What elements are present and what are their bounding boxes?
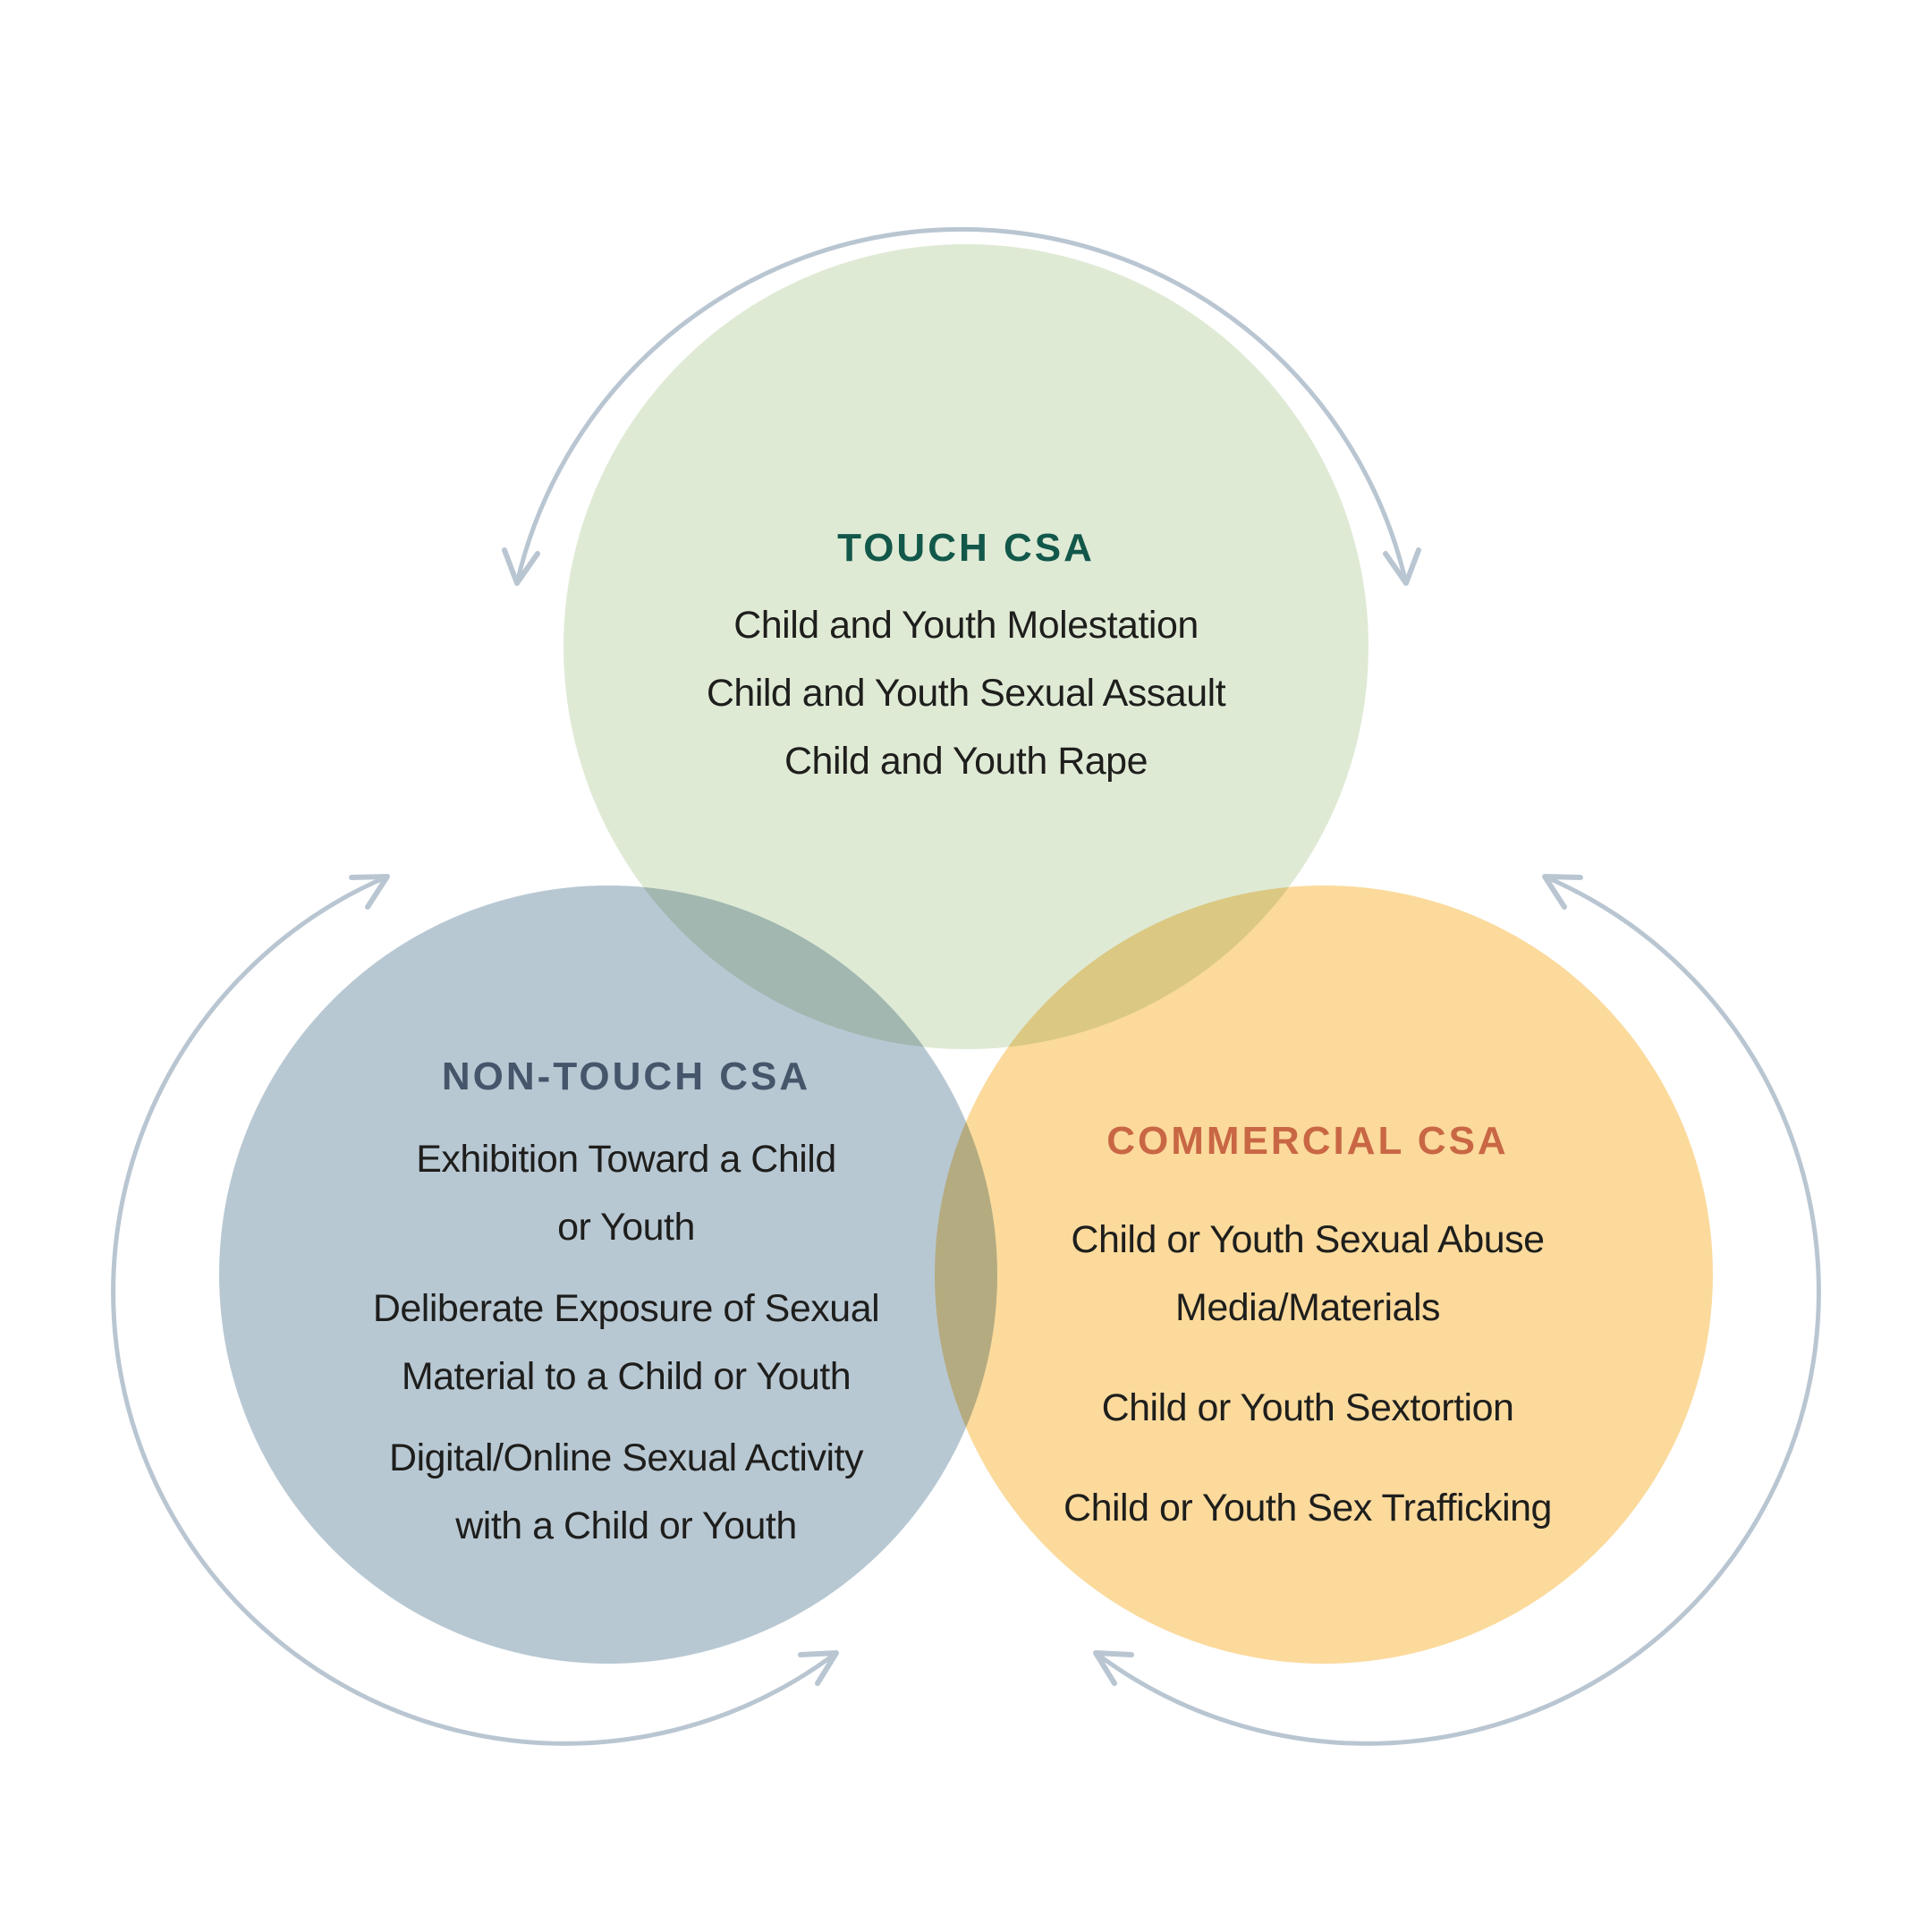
arrowhead-top-left-icon — [502, 547, 540, 586]
arrowhead-bottom-left-icon — [798, 1650, 839, 1686]
arrowhead-bottom-right-icon — [1093, 1650, 1134, 1686]
arrowhead-top-right-icon — [1383, 547, 1421, 586]
venn-item-nontouch-1-line-1: Exhibition Toward a Child — [416, 1138, 836, 1181]
venn-title-touch-csa: TOUCH CSA — [837, 526, 1095, 570]
venn-item-commercial-3: Child or Youth Sex Trafficking — [1063, 1487, 1552, 1530]
venn-section-commercial-csa: COMMERCIAL CSA Child or Youth Sexual Abu… — [816, 1107, 1800, 1542]
cycle-arc-top — [514, 227, 1409, 586]
venn-circle-touch-csa — [564, 244, 1368, 1049]
venn-item-commercial-2: Child or Youth Sextortion — [1101, 1386, 1514, 1429]
venn-item-nontouch-1-line-2: or Youth — [557, 1206, 695, 1249]
venn-title-non-touch-csa: NON-TOUCH CSA — [441, 1055, 811, 1098]
venn-item-nontouch-3-line-1: Digital/Online Sexual Activity — [389, 1436, 863, 1479]
arrowhead-right-top-icon — [1542, 874, 1583, 910]
venn-item-nontouch-3-line-2: with a Child or Youth — [455, 1504, 797, 1547]
venn-title-commercial-csa: COMMERCIAL CSA — [1106, 1119, 1509, 1163]
arrowhead-left-top-icon — [349, 874, 390, 910]
cycle-arc-right — [1093, 874, 1821, 1746]
venn-circle-commercial-csa — [935, 886, 1713, 1664]
venn-item-touch-3: Child and Youth Rape — [784, 740, 1148, 783]
venn-circle-non-touch-csa — [219, 886, 997, 1664]
venn-item-nontouch-2-line-2: Material to a Child or Youth — [401, 1355, 852, 1398]
venn-circles — [219, 244, 1713, 1664]
cycle-arc-left — [111, 874, 839, 1746]
venn-item-touch-2: Child and Youth Sexual Assault — [706, 672, 1226, 715]
venn-item-commercial-1-line-2: Media/Materials — [1175, 1286, 1441, 1329]
venn-section-touch-csa: TOUCH CSA Child and Youth Molestation Ch… — [474, 514, 1458, 795]
cycle-arrows — [111, 227, 1821, 1746]
venn-item-commercial-1-line-1: Child or Youth Sexual Abuse — [1071, 1218, 1545, 1261]
venn-section-non-touch-csa: NON-TOUCH CSA Exhibition Toward a Child … — [134, 1043, 1118, 1560]
venn-item-nontouch-2-line-1: Deliberate Exposure of Sexual — [372, 1287, 880, 1330]
venn-item-touch-1: Child and Youth Molestation — [733, 604, 1199, 647]
